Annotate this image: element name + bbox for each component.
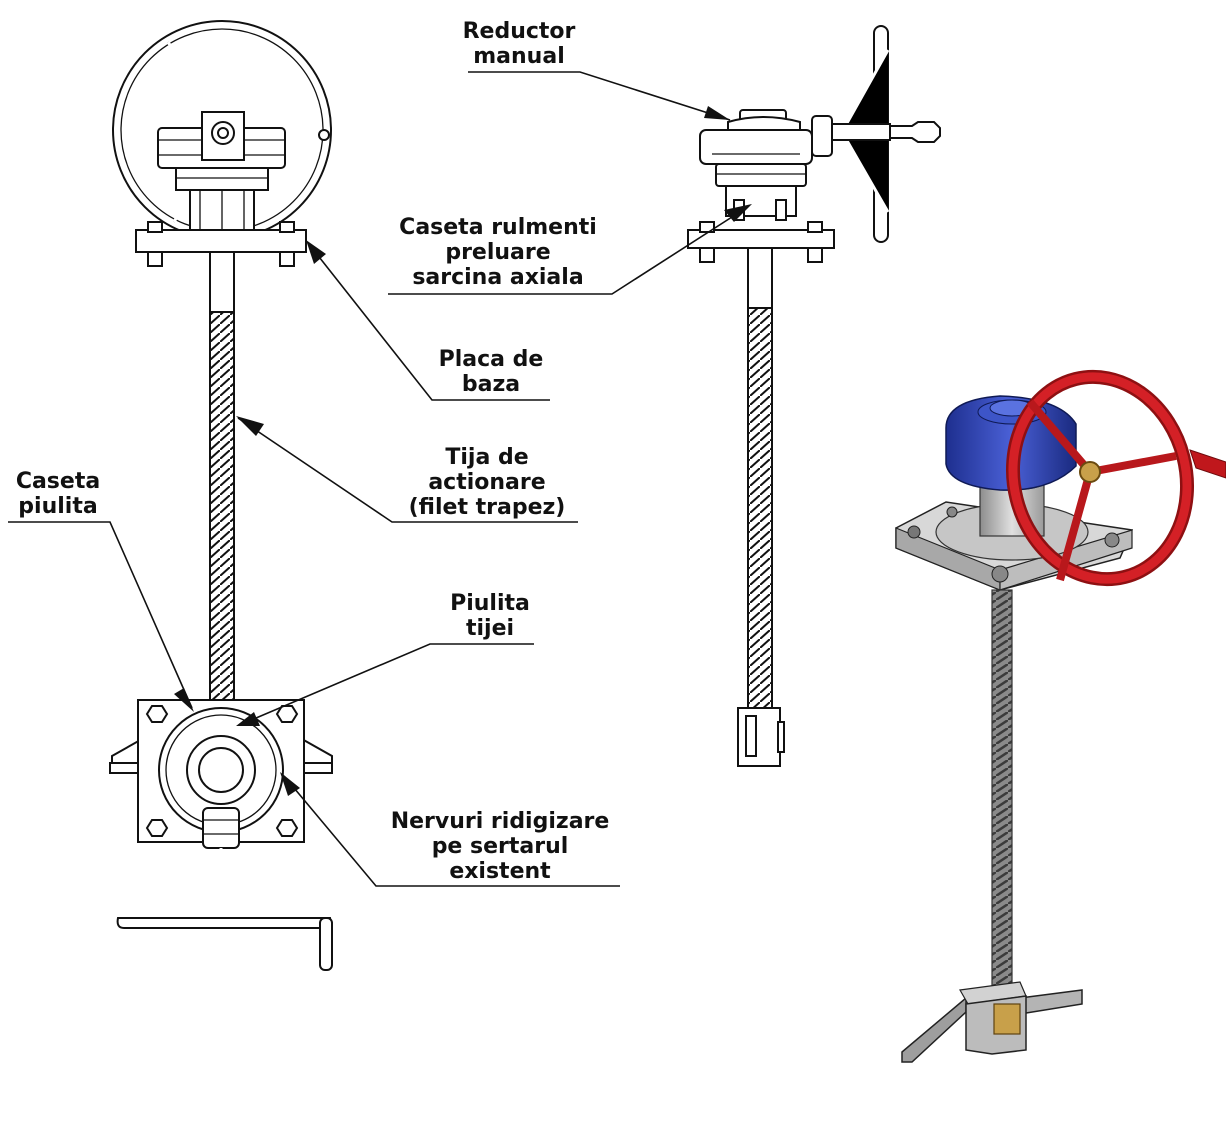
arrowhead — [306, 240, 326, 264]
isometric-3d-view — [895, 369, 1226, 1063]
label-piulita-line2: tijei — [466, 616, 514, 641]
label-piulita-line1: Piulita — [450, 591, 530, 616]
label-tija-line1: Tija de — [445, 445, 528, 470]
arrowhead — [280, 772, 300, 796]
label-nervuri-line2: pe sertarul — [432, 834, 569, 859]
front-view — [111, 20, 333, 769]
label-caseta-rulmenti-line1: Caseta rulmenti — [399, 215, 597, 240]
arrowhead — [704, 106, 730, 120]
side-view — [687, 25, 941, 767]
side-handwheel — [829, 25, 941, 243]
arrowhead — [236, 416, 264, 436]
side-base-plate — [687, 221, 835, 263]
side-stem — [747, 247, 773, 709]
side-gearbox — [699, 109, 833, 221]
label-caseta-rulmenti-line2: preluare — [445, 240, 550, 265]
label-reductor-line1: Reductor — [463, 19, 576, 44]
arrowhead — [724, 204, 752, 222]
callout-labels: Reductor manual Caseta rulmenti preluare… — [16, 19, 610, 884]
front-base-plate — [135, 221, 307, 267]
top-view — [109, 699, 333, 971]
label-tija-line3: (filet trapez) — [409, 495, 566, 520]
label-caseta-rulmenti-line3: sarcina axiala — [412, 265, 583, 290]
label-reductor-line2: manual — [473, 44, 564, 69]
label-caseta-piulita-line1: Caseta — [16, 469, 100, 494]
label-caseta-piulita-line2: piulita — [18, 494, 97, 519]
label-placa-line1: Placa de — [439, 347, 544, 372]
leader-lines — [8, 71, 752, 887]
front-stem — [209, 251, 235, 711]
arrowhead — [236, 712, 260, 726]
label-placa-line2: baza — [462, 372, 520, 397]
arrowhead — [174, 688, 194, 712]
front-gearbox — [157, 111, 286, 231]
label-tija-line2: actionare — [428, 470, 545, 495]
side-nut-casing — [737, 707, 785, 767]
label-nervuri-line3: existent — [449, 859, 551, 884]
label-nervuri-line1: Nervuri ridigizare — [391, 809, 610, 834]
